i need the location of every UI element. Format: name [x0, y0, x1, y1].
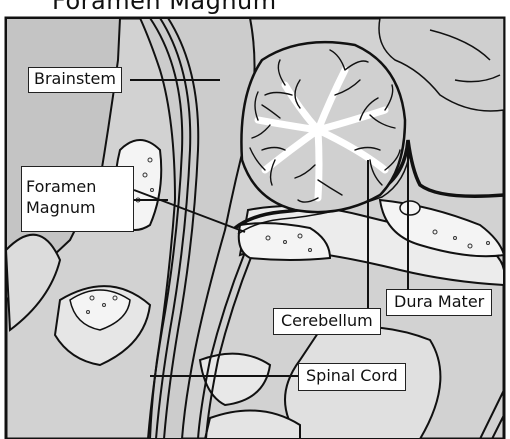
label-dura-mater: Dura Mater: [386, 289, 492, 316]
label-foramen-line1: Foramen: [26, 176, 129, 197]
label-foramen-magnum: Foramen Magnum: [21, 166, 134, 232]
label-foramen-line2: Magnum: [26, 197, 129, 218]
label-brainstem: Brainstem: [28, 67, 122, 93]
label-spinal-cord: Spinal Cord: [298, 363, 406, 391]
small-ellipse: [400, 201, 420, 215]
label-cerebellum: Cerebellum: [273, 308, 381, 335]
